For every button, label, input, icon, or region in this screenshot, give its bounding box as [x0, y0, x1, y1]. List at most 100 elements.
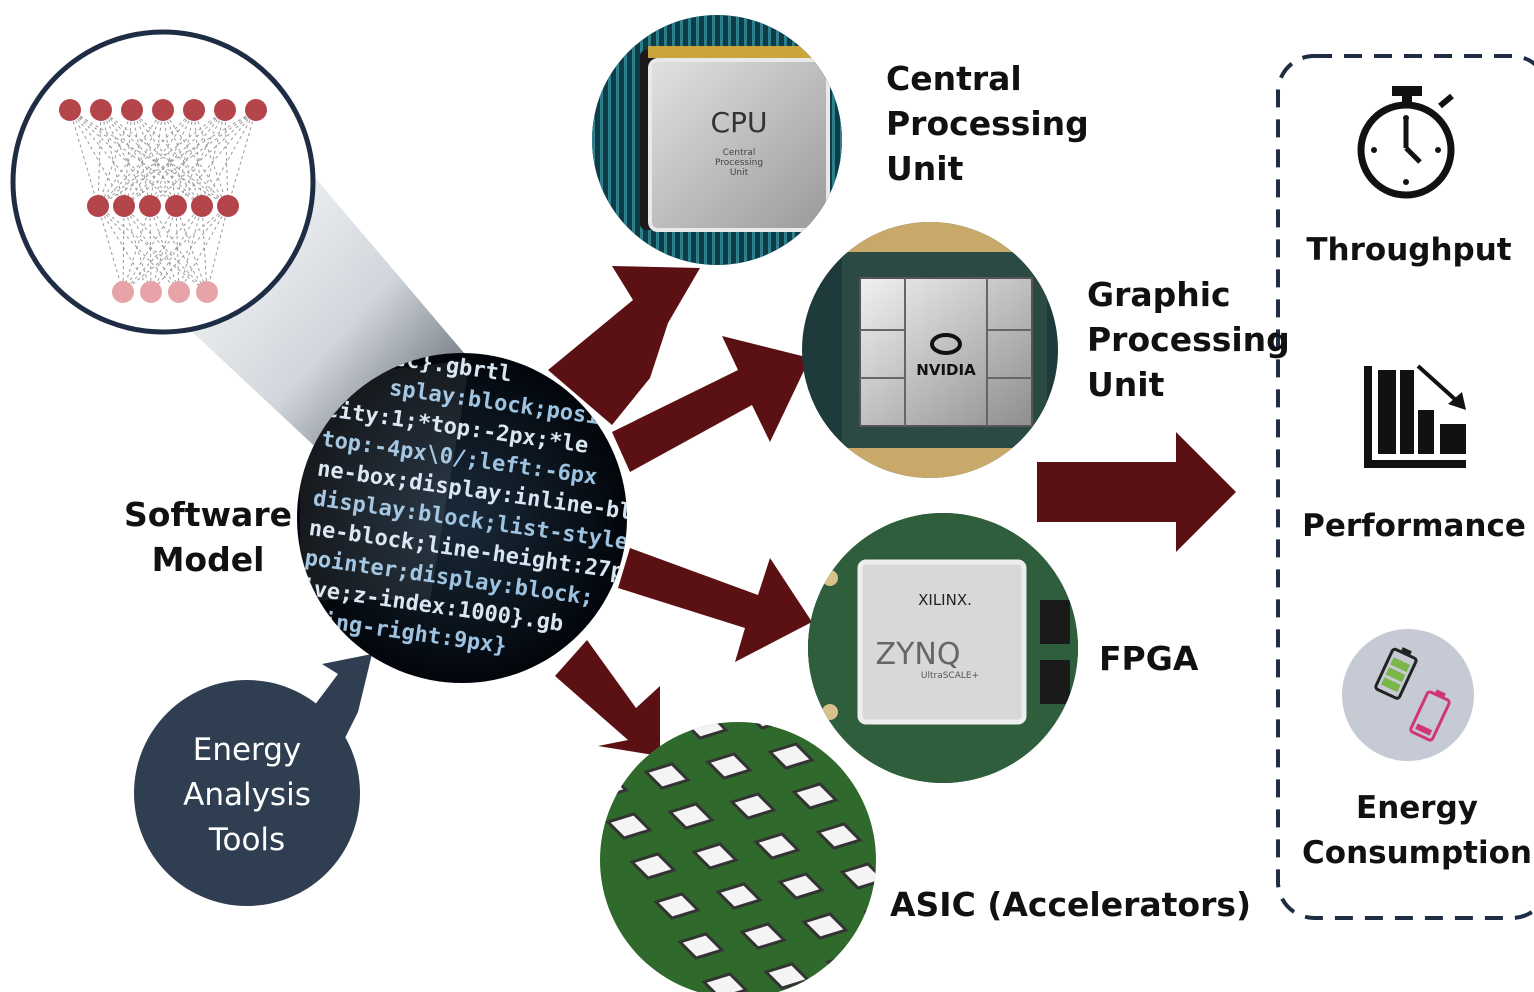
asic-chip: [767, 742, 815, 770]
software-model-label: Software Model: [124, 495, 292, 579]
network-edge: [227, 109, 257, 207]
network-node: [191, 195, 213, 217]
asic-chip: [890, 944, 932, 968]
network-edge: [149, 109, 226, 207]
network-edge: [69, 109, 151, 207]
asic-chip: [952, 934, 994, 958]
board-trace: [624, 15, 627, 265]
asic-chip: [791, 782, 839, 810]
cpu-chip-title: CPU: [711, 106, 768, 139]
network-edge: [122, 205, 177, 293]
board-trace: [616, 15, 619, 265]
energy-consumption-label: Energy Consumption: [1302, 790, 1532, 871]
arrow-to-fpga: [618, 548, 812, 662]
network-node: [59, 99, 81, 121]
board-trace: [600, 15, 603, 265]
network-node: [245, 99, 267, 121]
throughput-label: Throughput: [1306, 232, 1512, 268]
asic-chip: [777, 872, 825, 900]
asic-chip: [1014, 924, 1056, 948]
network-edge: [206, 205, 229, 293]
network-edge: [123, 205, 180, 293]
network-edge: [175, 109, 257, 207]
network-edge: [69, 109, 125, 207]
network-edge: [201, 109, 257, 207]
network-edge: [193, 109, 229, 207]
network-node: [165, 195, 187, 217]
network-node: [139, 195, 161, 217]
network-edge: [149, 109, 164, 207]
network-node: [112, 281, 134, 303]
cpu-chip-sub-1: Central: [723, 148, 756, 158]
network-edge: [100, 109, 203, 207]
asic-chip: [729, 792, 777, 820]
network-edge: [123, 109, 195, 207]
asic-chip: [715, 882, 763, 910]
network-edge: [97, 109, 164, 207]
network-node: [90, 99, 112, 121]
network-edge: [175, 205, 180, 293]
fpga-chip-sub: UltraSCALE+: [921, 671, 979, 681]
network-edge: [100, 109, 177, 207]
asic-chip: [801, 912, 849, 940]
network-node: [183, 99, 205, 121]
cpu-image: CPU Central Processing Unit: [592, 15, 842, 265]
asic-chip: [753, 832, 801, 860]
asic-chip: [966, 844, 1008, 868]
asic-chip: [942, 804, 984, 828]
network-edge: [162, 109, 203, 207]
asic-chip: [853, 772, 876, 800]
asic-chip: [1004, 794, 1046, 818]
network-edge: [201, 109, 226, 207]
network-edge: [97, 205, 180, 293]
asic-chip: [705, 752, 753, 780]
performance-label: Performance: [1302, 508, 1526, 544]
network-edge: [150, 205, 229, 293]
network-edge: [69, 109, 99, 207]
board-trace: [832, 15, 835, 265]
asic-chip: [839, 862, 876, 890]
asic-label: ASIC (Accelerators): [890, 885, 1252, 924]
network-edge: [149, 205, 152, 293]
arrow-to-gpu: [612, 336, 810, 472]
network-edge: [150, 205, 203, 293]
board-trace: [608, 15, 611, 265]
asic-chip: [691, 842, 739, 870]
battery-icon: [1342, 629, 1474, 761]
asic-chip: [815, 822, 863, 850]
network-edge: [149, 205, 208, 293]
network-edge: [162, 109, 177, 207]
network-node: [121, 99, 143, 121]
network-edge: [131, 109, 151, 207]
network-edge: [97, 109, 257, 207]
network-edge: [122, 205, 203, 293]
network-node: [196, 281, 218, 303]
network-edge: [97, 205, 152, 293]
gpu-image: NVIDIA: [802, 222, 1058, 478]
network-node: [214, 99, 236, 121]
network-edge: [178, 205, 203, 293]
network-edge: [100, 109, 125, 207]
network-edge: [97, 205, 208, 293]
code-circle: cc}.gbrtlsplay:block;positicity:1;*top:-…: [297, 353, 627, 683]
network-edge: [97, 109, 133, 207]
gpu-chip-brand: NVIDIA: [916, 361, 976, 379]
network-edge: [175, 109, 195, 207]
network-node: [217, 195, 239, 217]
asic-chip: [880, 814, 922, 838]
network-edge: [193, 109, 203, 207]
board-trace: [632, 15, 635, 265]
network-node: [87, 195, 109, 217]
asic-chip: [629, 852, 677, 880]
network-edge: [97, 109, 195, 207]
network-edge: [131, 109, 229, 207]
network-edge: [122, 205, 125, 293]
network-edge: [100, 109, 229, 207]
network-edge: [123, 109, 133, 207]
network-edge: [224, 109, 229, 207]
asic-chip: [643, 762, 691, 790]
network-node: [113, 195, 135, 217]
asic-chip: [600, 732, 605, 760]
network-node: [140, 281, 162, 303]
